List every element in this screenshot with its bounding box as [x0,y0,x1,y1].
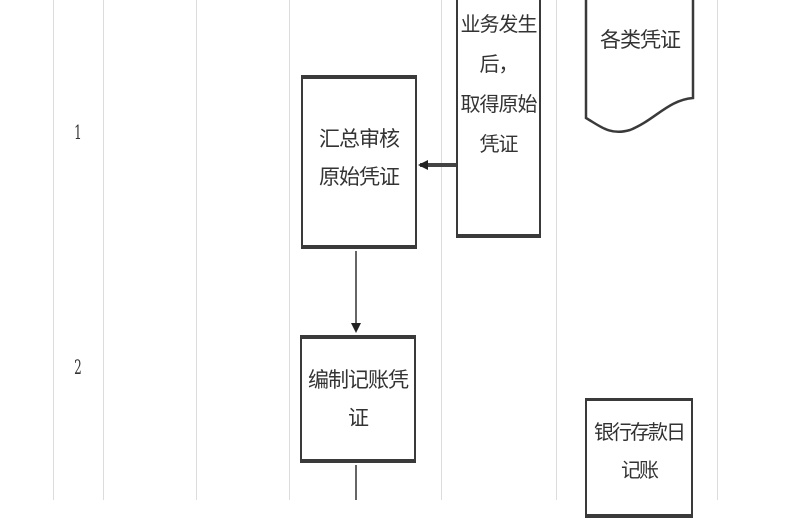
node-label: 银行存款日记账 [594,420,686,482]
lane-divider [103,0,104,500]
row-number-2: 2 [74,355,82,379]
node-vouchers-label: 各类凭证 [600,28,681,52]
node-prepare-voucher: 编制记账凭证 [300,335,416,463]
node-business-occurs: 业务发生后， 取得原始 凭证 [456,0,541,238]
row-number-1: 1 [74,120,82,144]
node-collect-review: 汇总审核 原始凭证 [301,75,417,249]
node-label: 编制记账凭证 [308,368,409,430]
lane-divider [196,0,197,500]
lane-divider [717,0,718,500]
node-bank-journal: 银行存款日记账 [585,398,693,518]
lane-divider [289,0,290,500]
flowchart-canvas: 1 2 业务发生后， 取得原始 凭证 汇总审核 原始凭证 编制记账凭证 银行存款… [53,0,718,518]
lane-divider [53,0,54,500]
node-label: 汇总审核 原始凭证 [319,127,400,189]
lane-divider [441,0,442,500]
lane-divider [556,0,557,500]
node-label: 业务发生后， 取得原始 凭证 [460,12,538,156]
